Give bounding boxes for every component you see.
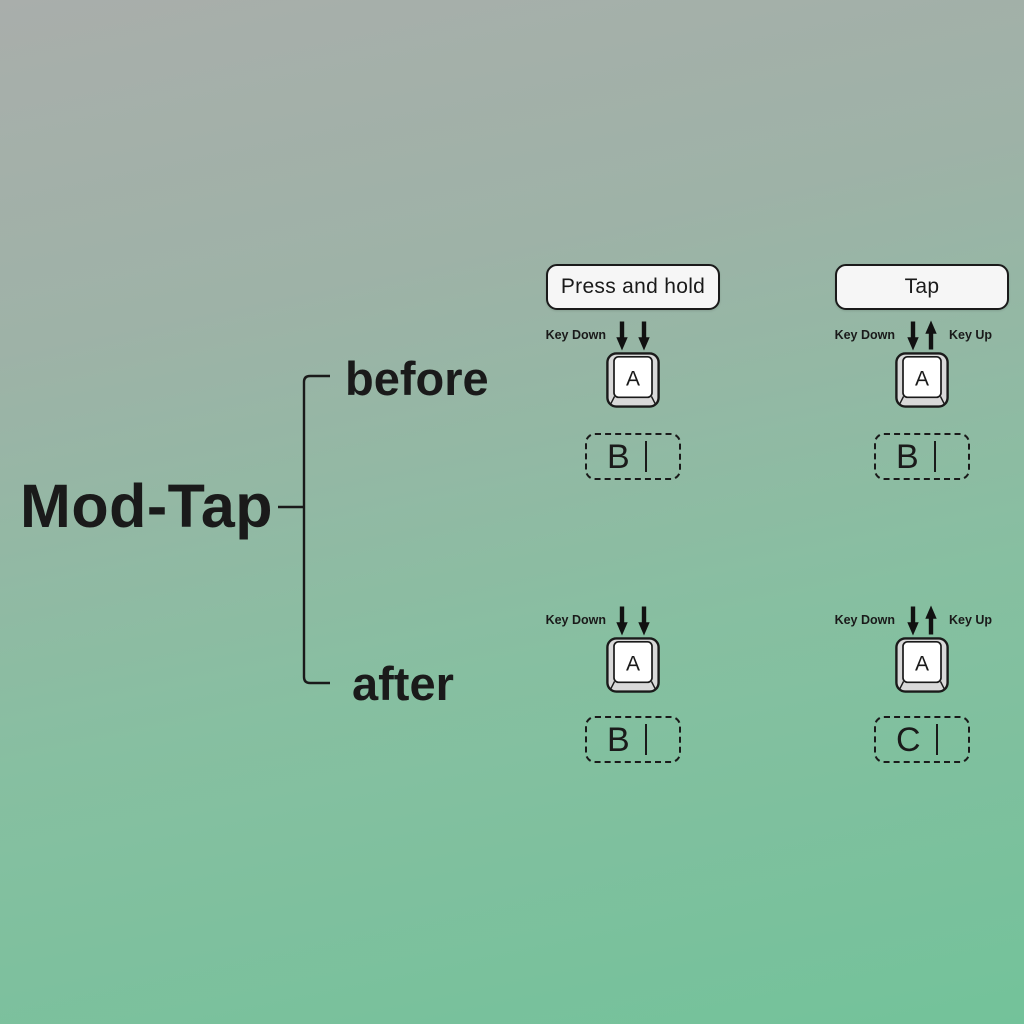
- typed-output-letter: C: [896, 720, 921, 759]
- key-event-row: Key Down: [533, 319, 733, 353]
- cell-after-tap: Key Down Key Up A C: [822, 604, 1022, 834]
- keycap-a: A: [606, 352, 660, 408]
- typed-output-box: B: [585, 716, 681, 763]
- text-cursor: [644, 724, 648, 755]
- key-event-row: Key Down Key Up: [822, 319, 1022, 353]
- key-down-arrow-icon: [907, 606, 919, 636]
- key-down-arrow-icon: [638, 606, 650, 636]
- typed-output-letter: B: [607, 720, 630, 759]
- arrow-group: [907, 320, 938, 351]
- arrow-group: [616, 605, 651, 636]
- key-down-label: Key Down: [545, 328, 606, 342]
- key-up-label: Key Up: [949, 328, 993, 342]
- key-down-label: Key Down: [545, 613, 606, 627]
- text-cursor: [644, 441, 648, 472]
- typed-output-letter: B: [607, 437, 630, 476]
- cell-before-press-and-hold: Press and hold Key Down A B: [533, 264, 733, 494]
- typed-output-letter: B: [896, 437, 919, 476]
- key-up-label: Key Up: [949, 613, 993, 627]
- key-down-arrow-icon: [638, 321, 650, 351]
- key-event-row: Key Down Key Up: [822, 604, 1022, 638]
- keycap-letter: A: [915, 368, 929, 391]
- key-down-label: Key Down: [834, 613, 895, 627]
- diagram-title: Mod-Tap: [20, 472, 274, 540]
- typed-output-box: C: [874, 716, 970, 763]
- key-up-arrow-icon: [925, 320, 937, 350]
- branch-label-after: after: [352, 657, 454, 710]
- text-cursor: [933, 441, 937, 472]
- key-down-arrow-icon: [907, 321, 919, 351]
- tap-button: Tap: [835, 264, 1009, 310]
- typed-output-box: B: [585, 433, 681, 480]
- cell-before-tap: Tap Key Down Key Up A B: [822, 264, 1022, 494]
- key-down-arrow-icon: [616, 606, 628, 636]
- arrow-group: [616, 320, 651, 351]
- keycap-letter: A: [915, 653, 929, 676]
- press-and-hold-button: Press and hold: [546, 264, 720, 310]
- keycap-a: A: [895, 637, 949, 693]
- arrow-group: [907, 605, 938, 636]
- tree-bracket: [278, 374, 330, 685]
- key-up-arrow-icon: [925, 605, 937, 635]
- key-event-row: Key Down: [533, 604, 733, 638]
- branch-label-before: before: [345, 352, 489, 405]
- typed-output-box: B: [874, 433, 970, 480]
- text-cursor: [935, 724, 939, 755]
- cell-after-press-and-hold: Key Down A B: [533, 604, 733, 834]
- key-down-label: Key Down: [834, 328, 895, 342]
- keycap-a: A: [895, 352, 949, 408]
- keycap-letter: A: [626, 653, 640, 676]
- keycap-letter: A: [626, 368, 640, 391]
- key-down-arrow-icon: [616, 321, 628, 351]
- keycap-a: A: [606, 637, 660, 693]
